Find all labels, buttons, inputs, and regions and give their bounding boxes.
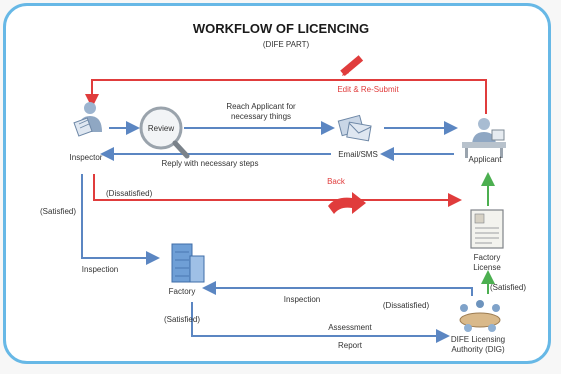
satisfied-bottom-label: (Satisfied) bbox=[164, 315, 200, 324]
inspection-left-label: Inspection bbox=[82, 265, 118, 274]
inspection-bottom-label: Inspection bbox=[284, 295, 320, 304]
back-label: Back bbox=[327, 177, 346, 186]
assessment-label-line1: Assessment bbox=[328, 323, 372, 332]
applicant-desk-person-icon bbox=[462, 118, 506, 158]
diagram-title: WORKFLOW OF LICENCING bbox=[193, 21, 369, 36]
authority-to-factory-arrow bbox=[202, 281, 473, 296]
reach-applicant-label-line2: necessary things bbox=[231, 112, 291, 121]
factory-label: Factory bbox=[169, 287, 196, 296]
dissatisfied-top-label: (Dissatisfied) bbox=[106, 189, 153, 198]
workflow-diagram: WORKFLOW OF LICENCING (DIFE PART) Review bbox=[40, 21, 526, 354]
edit-resubmit-arrow bbox=[85, 79, 487, 114]
factory-license-label-line2: License bbox=[473, 263, 501, 272]
authority-label-line2: Authority (DIG) bbox=[451, 345, 505, 354]
magnifier-icon: Review bbox=[139, 106, 190, 159]
pencil-icon bbox=[340, 55, 364, 77]
satisfied-left-label: (Satisfied) bbox=[40, 207, 76, 216]
diagram-subtitle: (DIFE PART) bbox=[263, 40, 310, 49]
meeting-table-icon bbox=[459, 300, 501, 332]
authority-label-line1: DIFE Licensing bbox=[451, 335, 505, 344]
inspector-label: Inspector bbox=[70, 153, 103, 162]
factory-building-icon bbox=[171, 243, 205, 283]
factory-license-label-line1: Factory bbox=[474, 253, 501, 262]
dissatisfied-bottom-label: (Dissatisfied) bbox=[383, 301, 430, 310]
review-label: Review bbox=[148, 124, 174, 133]
license-document-icon bbox=[470, 209, 504, 249]
inspector-person-icon bbox=[73, 102, 102, 137]
edit-resubmit-label: Edit & Re-Submit bbox=[337, 85, 399, 94]
assessment-label-line2: Report bbox=[338, 341, 363, 350]
reach-applicant-label-line1: Reach Applicant for bbox=[226, 102, 296, 111]
applicant-label: Applicant bbox=[469, 155, 503, 164]
inspection-to-factory-arrow bbox=[81, 174, 160, 265]
factory-to-authority-arrow bbox=[191, 302, 450, 343]
red-curved-arrow-icon bbox=[328, 192, 366, 214]
email-envelope-icon bbox=[337, 114, 372, 142]
email-label: Email/SMS bbox=[338, 150, 378, 159]
reply-label: Reply with necessary steps bbox=[162, 159, 259, 168]
satisfied-right-label: (Satisfied) bbox=[490, 283, 526, 292]
diagram-frame: WORKFLOW OF LICENCING (DIFE PART) Review bbox=[3, 3, 551, 364]
